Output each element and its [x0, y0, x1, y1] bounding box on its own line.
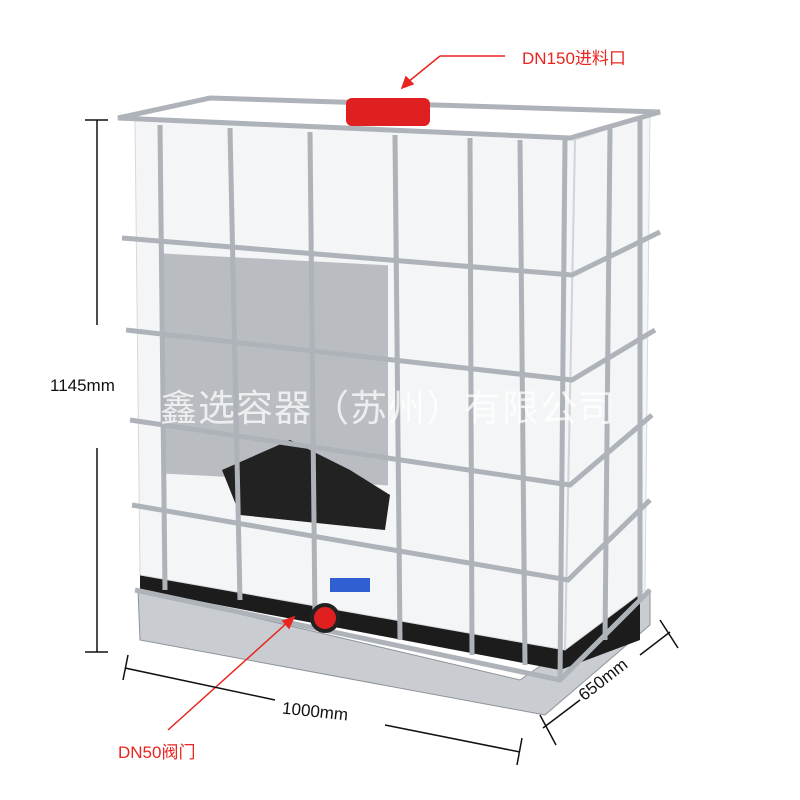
watermark: 鑫选容器（苏州）有限公司: [160, 387, 616, 430]
length-dimension: [122, 654, 523, 766]
valve-cap: [310, 603, 340, 633]
inlet-cap: [346, 98, 430, 126]
valve-arrow: [167, 615, 296, 731]
inlet-arrow: [400, 55, 505, 90]
steel-cage: [117, 95, 662, 683]
height-label: 1145mm: [50, 376, 115, 395]
valve-guard: [222, 440, 390, 530]
height-dimension: [85, 119, 108, 653]
label-plate: [163, 253, 388, 486]
valve-label: DN50阀门: [118, 743, 196, 762]
width-dimension: [539, 619, 679, 746]
valve-handle: [330, 578, 370, 592]
pallet: [137, 589, 651, 716]
inlet-label: DN150进料口: [522, 49, 626, 68]
